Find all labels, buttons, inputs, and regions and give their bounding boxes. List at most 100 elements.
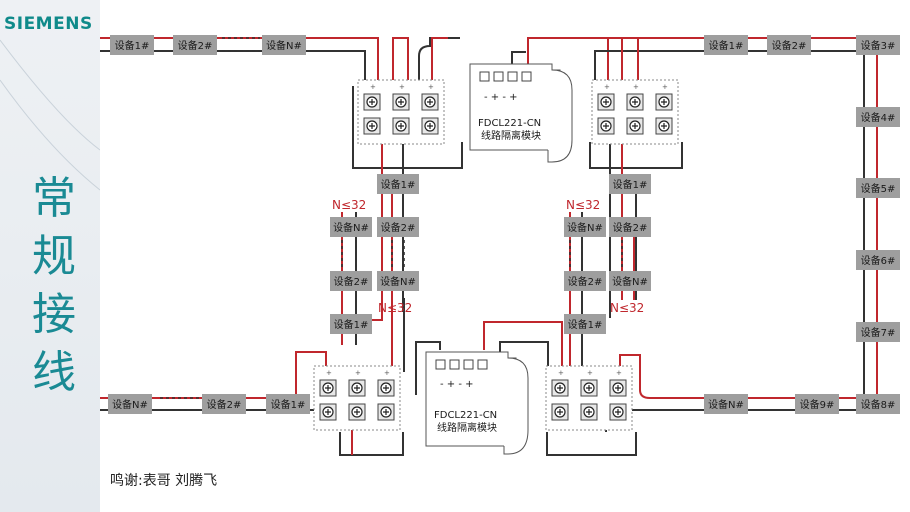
title-char: 常 — [32, 173, 76, 224]
module-name: 线路隔离模块 — [437, 421, 497, 434]
device-label: 设备1# — [271, 398, 306, 411]
screw-slot-icon — [427, 99, 433, 105]
device-box — [856, 394, 900, 414]
device-box — [704, 35, 748, 55]
device-label: 设备1# — [381, 178, 416, 191]
terminal-block-bottom-left: +++ — [313, 365, 401, 431]
device-label: 设备2# — [772, 39, 807, 52]
device-tr-3: 设备3# — [856, 35, 900, 55]
module-polarity: - + - + — [484, 92, 518, 103]
device-label: 设备1# — [115, 39, 150, 52]
device-cr-a1: 设备1# — [609, 174, 651, 194]
screw-slot-icon — [369, 99, 375, 105]
terminal-sign: + — [558, 369, 564, 377]
device-tl-n: 设备N# — [262, 35, 306, 55]
terminal-sign: + — [355, 369, 361, 377]
device-box — [856, 322, 900, 342]
terminal-sign: + — [370, 83, 376, 91]
device-bl-1: 设备1# — [266, 394, 310, 414]
screw-slot-icon — [557, 385, 563, 391]
device-box — [110, 35, 154, 55]
device-box — [330, 217, 372, 237]
terminal-sign: + — [633, 83, 639, 91]
device-cl-b1: 设备1# — [330, 314, 372, 334]
device-label: 设备N# — [708, 398, 744, 411]
device-cl-bn: 设备N# — [330, 217, 372, 237]
device-box — [377, 271, 419, 291]
module-model: FDCL221-CN — [478, 118, 541, 129]
device-box — [173, 35, 217, 55]
device-cl-a1: 设备1# — [377, 174, 419, 194]
device-box — [108, 394, 152, 414]
device-label: 设备7# — [861, 326, 896, 339]
device-box — [377, 217, 419, 237]
device-tl-2: 设备2# — [173, 35, 217, 55]
screw-slot-icon — [398, 123, 404, 129]
screw-slot-icon — [369, 123, 375, 129]
device-bl-n: 设备N# — [108, 394, 152, 414]
device-tr-1: 设备1# — [704, 35, 748, 55]
sidebar-panel: SIEMENS 常 规 接 线 — [0, 0, 100, 512]
module-model: FDCL221-CN — [434, 410, 497, 421]
device-label: 设备2# — [178, 39, 213, 52]
device-label: 设备6# — [861, 254, 896, 267]
siemens-logo: SIEMENS — [4, 14, 93, 34]
device-label: 设备2# — [613, 221, 648, 234]
device-label: 设备N# — [333, 221, 369, 234]
device-label: 设备2# — [334, 275, 369, 288]
device-cr-b2: 设备2# — [564, 271, 606, 291]
screw-slot-icon — [615, 385, 621, 391]
terminal-sign: + — [326, 369, 332, 377]
device-cr-an: 设备N# — [609, 271, 651, 291]
device-label: 设备2# — [568, 275, 603, 288]
terminal-sign: + — [399, 83, 405, 91]
screw-slot-icon — [354, 385, 360, 391]
device-tr-2: 设备2# — [767, 35, 811, 55]
device-label: 设备N# — [266, 39, 302, 52]
device-label: 设备2# — [381, 221, 416, 234]
screw-slot-icon — [354, 409, 360, 415]
limit-label: N≤32 — [566, 198, 600, 212]
isolation-module-top: - + - + FDCL221-CN 线路隔离模块 — [469, 63, 573, 163]
device-box — [704, 394, 748, 414]
device-box — [795, 394, 839, 414]
screw-slot-icon — [603, 99, 609, 105]
device-label: 设备N# — [612, 275, 648, 288]
module-name: 线路隔离模块 — [481, 129, 541, 142]
terminal-sign: + — [662, 83, 668, 91]
device-box — [266, 394, 310, 414]
device-box — [377, 174, 419, 194]
screw-slot-icon — [632, 99, 638, 105]
terminal-sign: + — [604, 83, 610, 91]
device-r-8: 设备8# — [856, 394, 900, 414]
device-box — [609, 174, 651, 194]
device-label: 设备1# — [709, 39, 744, 52]
title-char: 线 — [32, 347, 76, 398]
device-r-4: 设备4# — [856, 107, 900, 127]
device-box — [564, 217, 606, 237]
limit-label: N≤32 — [610, 301, 644, 315]
device-cl-b2: 设备2# — [330, 271, 372, 291]
device-label: 设备3# — [861, 39, 896, 52]
device-cr-b1: 设备1# — [564, 314, 606, 334]
device-r-n: 设备N# — [704, 394, 748, 414]
terminal-sign: + — [616, 369, 622, 377]
device-box — [330, 314, 372, 334]
device-r-9: 设备9# — [795, 394, 839, 414]
screw-slot-icon — [383, 385, 389, 391]
device-box — [767, 35, 811, 55]
screw-slot-icon — [603, 123, 609, 129]
device-cl-an: 设备N# — [377, 271, 419, 291]
device-cr-bn: 设备N# — [564, 217, 606, 237]
screw-slot-icon — [325, 385, 331, 391]
module-polarity: - + - + — [440, 379, 474, 390]
terminal-block-top-right: + + + — [591, 79, 679, 145]
device-tl-1: 设备1# — [110, 35, 154, 55]
device-box — [856, 178, 900, 198]
device-box — [262, 35, 306, 55]
device-cl-a2: 设备2# — [377, 217, 419, 237]
credit-text: 鸣谢:表哥 刘腾飞 — [110, 473, 218, 489]
screw-slot-icon — [632, 123, 638, 129]
device-label: 设备9# — [800, 398, 835, 411]
